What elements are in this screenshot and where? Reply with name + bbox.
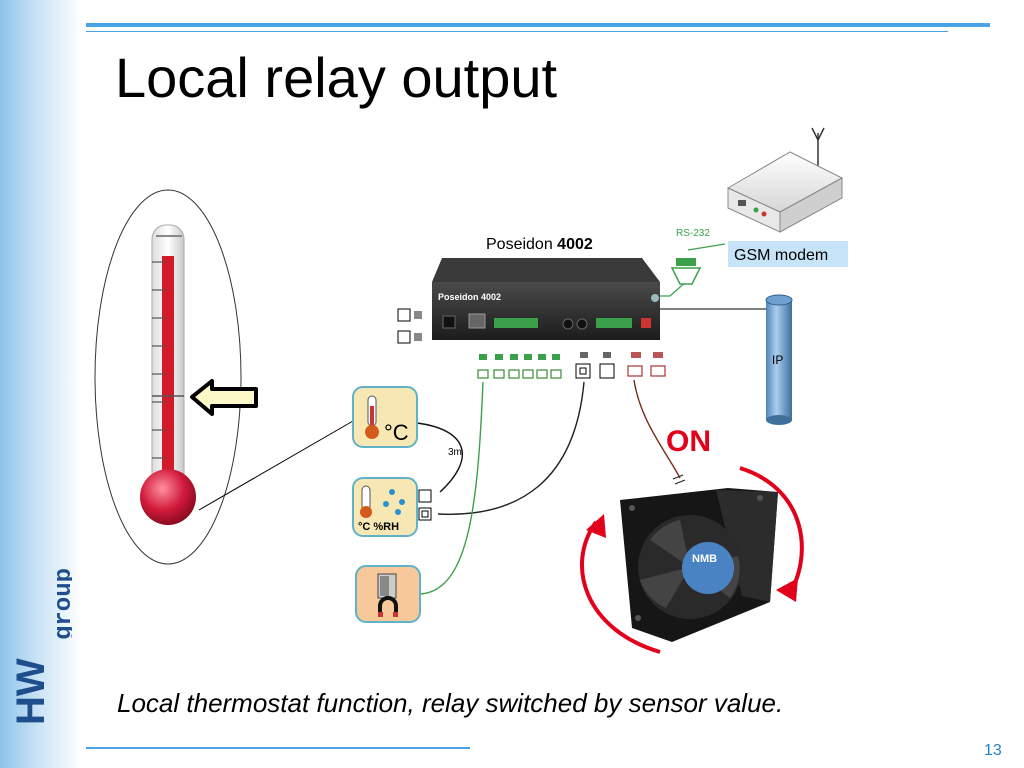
logo-suffix: group xyxy=(51,568,72,640)
device-front-label: Poseidon 4002 xyxy=(438,292,501,302)
door-contact-sensor xyxy=(355,565,421,623)
sensor-wire-humidity xyxy=(437,381,585,515)
rs232-connector-icon xyxy=(670,258,702,285)
link-line-thermometer xyxy=(198,420,354,511)
relay-wire-fan xyxy=(633,379,681,479)
thermometer xyxy=(94,189,242,565)
fan-icon: NMB xyxy=(620,488,778,642)
gsm-modem: GSM modem xyxy=(726,127,848,267)
top-rule-thin xyxy=(86,31,948,32)
fan-brand-label: NMB xyxy=(692,553,717,565)
temperature-sensor: °C xyxy=(352,386,418,448)
poseidon-device: Poseidon 4002 xyxy=(432,258,660,340)
sensor-wire-door xyxy=(420,381,484,595)
bottom-rule xyxy=(86,747,470,749)
ip-network-pipe: IP xyxy=(765,294,793,425)
rs232-label: RS-232 xyxy=(676,228,710,239)
ip-label: IP xyxy=(772,353,783,367)
rotation-arrows-icon xyxy=(580,466,804,654)
left-gradient-band xyxy=(0,0,82,768)
top-rule xyxy=(86,23,990,27)
slide-caption: Local thermostat function, relay switche… xyxy=(117,688,784,718)
relay-state-label: ON xyxy=(666,425,711,458)
setpoint-arrow-icon xyxy=(190,379,258,416)
cable-length-label: 3m xyxy=(448,447,462,458)
device-label: Poseidon 4002 xyxy=(486,236,593,253)
terminal-row xyxy=(477,352,666,379)
logo-brand: HW xyxy=(16,658,53,725)
humidity-temperature-sensor: °C %RH xyxy=(352,477,432,537)
temp-sensor-unit: °C xyxy=(384,420,409,445)
page-number: 13 xyxy=(984,742,1002,759)
slide-title: Local relay output xyxy=(115,46,558,109)
sensor-wire-temp xyxy=(416,422,464,493)
gsm-modem-label: GSM modem xyxy=(734,247,828,264)
humidity-sensor-units: °C %RH xyxy=(358,521,399,533)
hw-group-logo: HW group xyxy=(16,568,72,725)
side-input-boxes xyxy=(397,308,422,344)
